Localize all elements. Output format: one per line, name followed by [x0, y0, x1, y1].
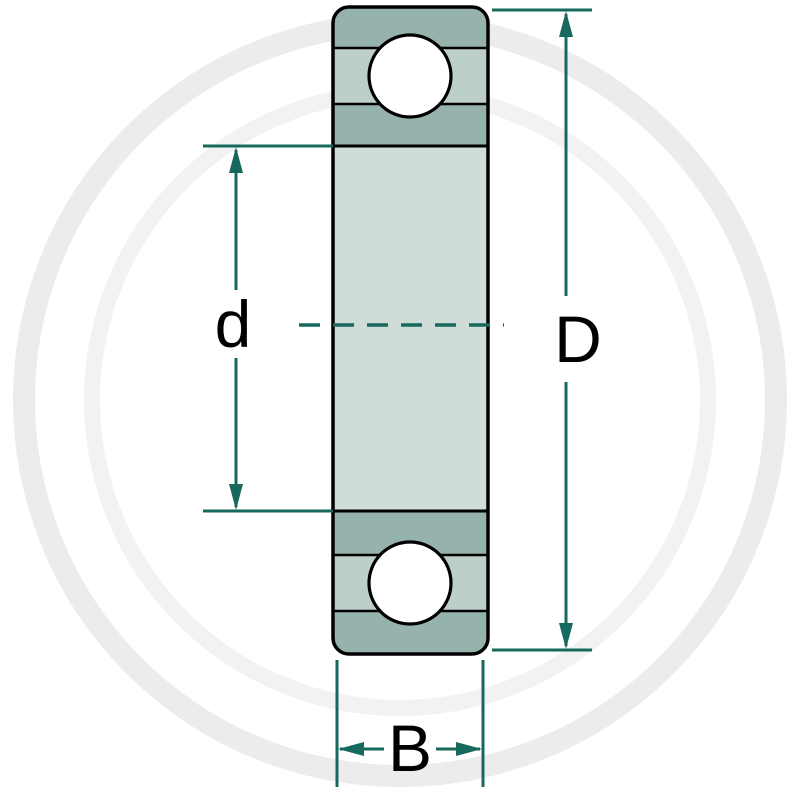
d-arrowhead-up	[229, 147, 243, 173]
B-arrowhead-left	[338, 742, 364, 756]
label-outer-diameter: D	[554, 302, 602, 376]
ball-top	[367, 33, 453, 119]
dimension-d: d	[203, 144, 333, 513]
bearing-inner-ring-section	[333, 7, 488, 654]
bearing-outline	[331, 5, 490, 656]
d-arrowhead-down	[229, 484, 243, 510]
dimension-B: B	[335, 660, 485, 787]
D-arrowhead-up	[559, 11, 573, 37]
bearing-ring-sections	[333, 7, 488, 654]
D-arrowhead-down	[559, 623, 573, 649]
label-width: B	[388, 711, 432, 785]
bearing-body	[331, 5, 490, 656]
dimension-D: D	[492, 8, 602, 652]
ball-bottom	[367, 540, 453, 626]
label-inner-diameter: d	[215, 287, 252, 361]
B-arrowhead-right	[456, 742, 482, 756]
